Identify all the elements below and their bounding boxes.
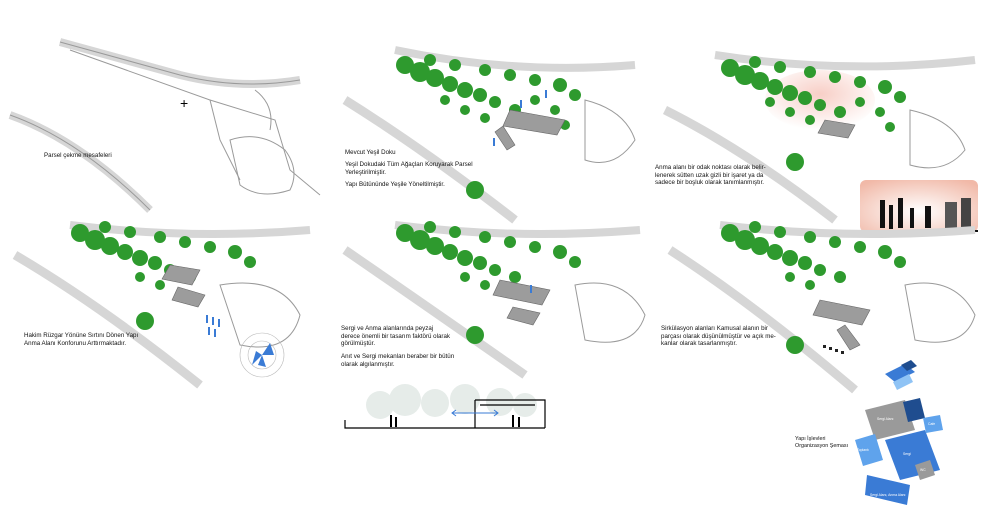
section-arrow-icon	[451, 409, 499, 417]
panel5-caption-perception: Anıt ve Sergi mekanları beraber bir bütü…	[341, 353, 455, 368]
building-section	[340, 384, 550, 435]
panel2-caption-body: Yeşil Dokudaki Tüm Ağaçları Koruyarak Pa…	[345, 161, 473, 176]
plus-marker: +	[180, 95, 188, 111]
site-plan-panel-green-fabric: Mevcut Yeşil Doku Yeşil Dokudaki Tüm Ağa…	[335, 40, 665, 230]
site-plan-circulation-drawing	[667, 221, 976, 394]
site-plan-panel-circulation: Sirkülasyon alanları Kamusal alanın bir …	[655, 215, 1000, 394]
site-plan-exhibition-drawing	[342, 221, 646, 379]
org-label-wc: WC	[920, 468, 926, 472]
org-label-toplanti: Toplantı	[857, 448, 869, 452]
panel3-caption: Anma alanı bir odak noktası olarak belir…	[655, 164, 766, 187]
site-plan-wind-drawing	[12, 221, 311, 389]
section-figures	[390, 415, 520, 427]
panel2-caption-direction: Yapı Bütününde Yeşile Yöneltilmiştir.	[345, 181, 445, 188]
site-plan-panel-memorial: Anma alanı bir odak noktası olarak belir…	[655, 40, 1000, 240]
orientation-shapes	[885, 360, 917, 390]
panel2-caption-title: Mevcut Yeşil Doku	[345, 149, 396, 156]
site-plan-memorial-drawing	[662, 51, 978, 232]
site-plan-panel-setbacks: + Parsel çekme mesafeleri	[0, 20, 330, 213]
panel5-caption-design: Sergi ve Anma alanlarında peyzaj derece …	[341, 325, 451, 348]
org-label-sergi: Sergi	[903, 452, 911, 456]
site-plan-panel-exhibition: Sergi ve Anma alanlarında peyzaj derece …	[335, 215, 665, 379]
panel1-caption: Parsel çekme mesafeleri	[44, 152, 112, 159]
site-plan-setbacks-drawing: +	[8, 38, 321, 213]
organization-title: Yapı İşlevleri Organizasyon Şeması	[795, 436, 849, 449]
panel6-caption: Sirkülasyon alanları Kamusal alanın bir …	[661, 325, 776, 348]
function-blocks	[855, 398, 943, 505]
site-plan-green-drawing	[342, 46, 636, 224]
org-label-bottom: Sergi Alanı, Anma Alanı	[870, 493, 906, 497]
building-section-drawing	[344, 384, 546, 429]
organization-diagram-drawing	[855, 360, 943, 505]
site-plan-panel-wind: Hakim Rüzgar Yönüne Sırtını Dönen Yapı A…	[0, 215, 330, 389]
organization-diagram: Yapı İşlevleri Organizasyon Şeması Sergi…	[785, 360, 1000, 525]
org-label-cafe: Cafe	[928, 422, 936, 426]
org-label-sergi-alani: Sergi Alanı	[877, 417, 894, 421]
wind-rose-icon	[239, 332, 285, 378]
panel4-caption: Hakim Rüzgar Yönüne Sırtını Dönen Yapı A…	[24, 332, 139, 347]
